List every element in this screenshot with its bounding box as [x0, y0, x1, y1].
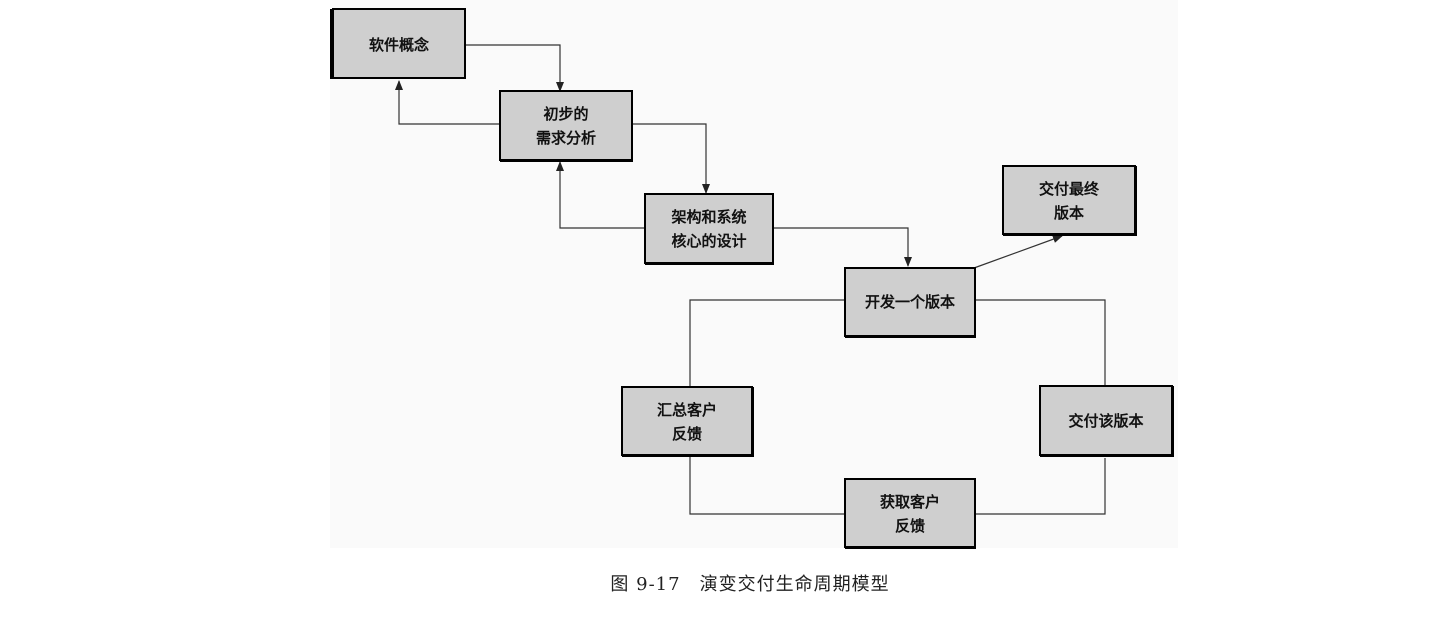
- node-software-concept: 软件概念: [330, 8, 466, 79]
- edge-deliver-to-getfeedback: [975, 458, 1106, 515]
- edge-develop-to-final: [973, 235, 1063, 269]
- edge-requirements-to-architecture: [633, 123, 710, 194]
- edge-aggregate-to-develop: [689, 299, 845, 387]
- edge-concept-to-requirements: [465, 44, 564, 92]
- node-label-line: 版本: [1054, 204, 1084, 222]
- node-label-line: 架构和系统: [670, 208, 746, 226]
- node-label-line: 反馈: [672, 425, 702, 443]
- node-deliver-final: 交付最终 版本: [1002, 165, 1137, 236]
- node-get-feedback: 获取客户 反馈: [844, 478, 976, 549]
- node-label-line: 初步的: [543, 105, 588, 123]
- edge-architecture-to-requirements: [556, 161, 645, 229]
- node-label-line: 汇总客户: [657, 401, 717, 419]
- node-label-line: 需求分析: [536, 129, 596, 147]
- node-architecture-design: 架构和系统 核心的设计: [644, 193, 774, 265]
- edge-getfeedback-to-aggregate: [689, 456, 845, 515]
- node-label-line: 反馈: [895, 517, 925, 535]
- node-label-line: 交付该版本: [1068, 412, 1143, 430]
- node-prelim-requirements: 初步的 需求分析: [499, 90, 633, 162]
- node-develop-version: 开发一个版本: [844, 267, 976, 338]
- node-label-line: 交付最终: [1039, 180, 1100, 198]
- figure-caption: 图 9-17 演变交付生命周期模型: [610, 574, 890, 595]
- node-aggregate-feedback: 汇总客户 反馈: [621, 386, 754, 457]
- edge-develop-to-deliver: [975, 299, 1106, 386]
- node-label-line: 核心的设计: [671, 232, 746, 250]
- edge-requirements-to-concept: [395, 80, 500, 125]
- node-label-line: 软件概念: [369, 36, 429, 54]
- edge-architecture-to-develop: [773, 227, 912, 267]
- node-label-line: 获取客户: [880, 493, 940, 511]
- connectors: [395, 44, 1106, 515]
- node-deliver-version: 交付该版本: [1039, 385, 1174, 457]
- node-label-line: 开发一个版本: [865, 293, 955, 311]
